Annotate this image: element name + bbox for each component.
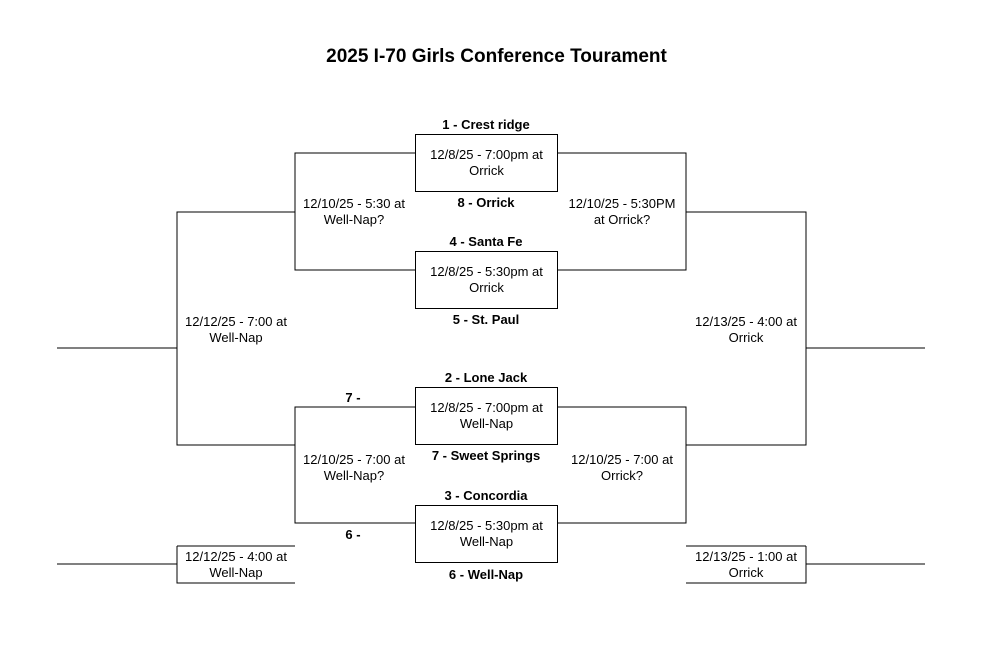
team-label-concordia: 3 - Concordia <box>444 488 528 503</box>
team-label-santa-fe: 4 - Santa Fe <box>449 234 523 249</box>
final-label-left: 12/12/25 - 7:00 at Well-Nap <box>185 314 287 345</box>
bracket-line <box>294 406 415 524</box>
team-label-orrick: 8 - Orrick <box>457 195 515 210</box>
game-box-4: 12/8/25 - 5:30pm at Well-Nap <box>415 505 558 563</box>
semifinal-label-right-bottom: 12/10/25 - 7:00 at Orrick? <box>571 452 673 483</box>
bracket-line <box>557 406 687 524</box>
game-box-1: 12/8/25 - 7:00pm at Orrick <box>415 134 558 192</box>
bracket-line <box>176 545 295 584</box>
seed-slot-7: 7 - <box>345 390 361 405</box>
game-time-label: 12/8/25 - 7:00pm at Orrick <box>430 147 543 178</box>
bracket-line <box>686 545 807 584</box>
game-time-label: 12/8/25 - 7:00pm at Well-Nap <box>430 400 543 431</box>
bracket-line <box>686 211 807 446</box>
semifinal-label-right-top: 12/10/25 - 5:30PM at Orrick? <box>568 196 676 227</box>
bracket-line <box>176 211 295 446</box>
team-label-st-paul: 5 - St. Paul <box>452 312 520 327</box>
game-time-label: 12/8/25 - 5:30pm at Orrick <box>430 264 543 295</box>
seed-slot-6: 6 - <box>345 527 361 542</box>
consolation-label-left: 12/12/25 - 4:00 at Well-Nap <box>185 549 287 580</box>
team-label-well-nap: 6 - Well-Nap <box>448 567 524 582</box>
game-box-3: 12/8/25 - 7:00pm at Well-Nap <box>415 387 558 445</box>
team-label-sweet-springs: 7 - Sweet Springs <box>431 448 541 463</box>
team-label-crest-ridge: 1 - Crest ridge <box>442 117 530 132</box>
team-label-lone-jack: 2 - Lone Jack <box>444 370 528 385</box>
semifinal-label-left-top: 12/10/25 - 5:30 at Well-Nap? <box>303 196 405 227</box>
consolation-label-right: 12/13/25 - 1:00 at Orrick <box>695 549 797 580</box>
game-box-2: 12/8/25 - 5:30pm at Orrick <box>415 251 558 309</box>
page-title: 2025 I-70 Girls Conference Tourament <box>326 46 667 67</box>
semifinal-label-left-bottom: 12/10/25 - 7:00 at Well-Nap? <box>303 452 405 483</box>
game-time-label: 12/8/25 - 5:30pm at Well-Nap <box>430 518 543 549</box>
final-label-right: 12/13/25 - 4:00 at Orrick <box>695 314 797 345</box>
